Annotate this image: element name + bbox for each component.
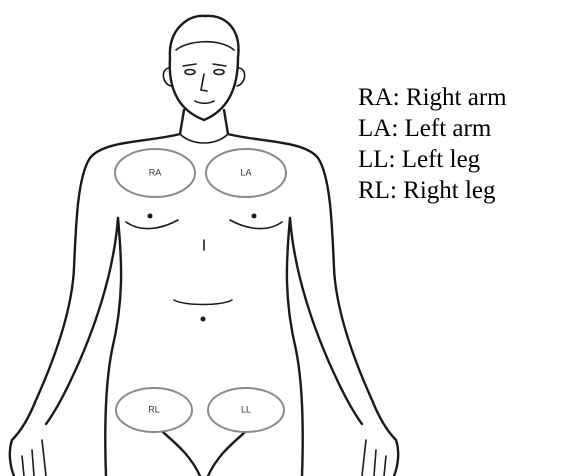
legend-item-rl: RL: Right leg: [358, 175, 507, 206]
human-body-outline: [10, 16, 398, 476]
legend-item-ra: RA: Right arm: [358, 82, 507, 113]
legend-item-ll: LL: Left leg: [358, 144, 507, 175]
electrode-legend: RA: Right arm LA: Left arm LL: Left leg …: [358, 82, 507, 206]
electrode-ll-label: LL: [241, 404, 251, 414]
electrode-rl-label: RL: [148, 404, 160, 414]
electrode-rl: RL: [116, 388, 192, 432]
legend-item-la: LA: Left arm: [358, 113, 507, 144]
electrode-ra-label: RA: [149, 167, 162, 177]
electrode-la-label: LA: [240, 167, 251, 177]
electrode-ll: LL: [208, 388, 284, 432]
electrode-la: LA: [206, 149, 286, 197]
electrode-ra: RA: [115, 149, 195, 197]
